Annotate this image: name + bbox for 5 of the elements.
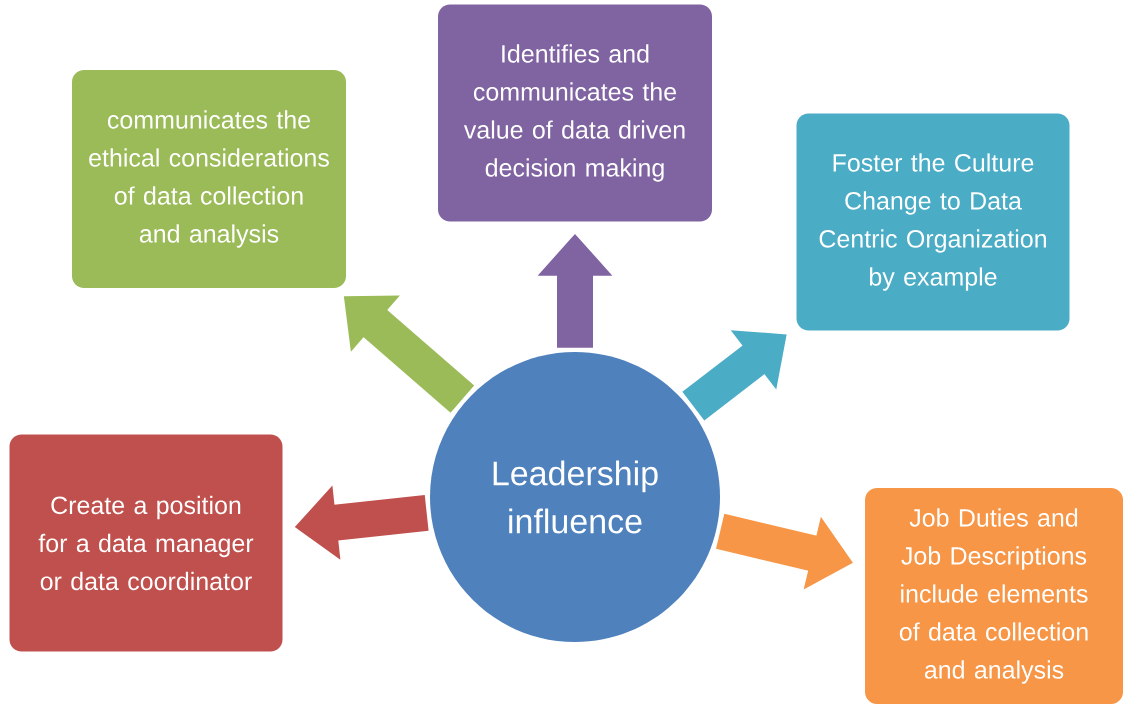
- text-box: Create a position for a data manager or data coordinator: [9, 434, 283, 652]
- text-box: Foster the Culture Change to Data Centric Organization by example: [796, 113, 1070, 331]
- text-box: Job Duties and Job Descriptions include elements of data collection and analysis: [865, 488, 1123, 704]
- text-box: communicates the ethical considerations of data collection and analysis: [72, 70, 346, 288]
- text-box: Identifies and communicates the value of data driven decision making: [438, 4, 712, 222]
